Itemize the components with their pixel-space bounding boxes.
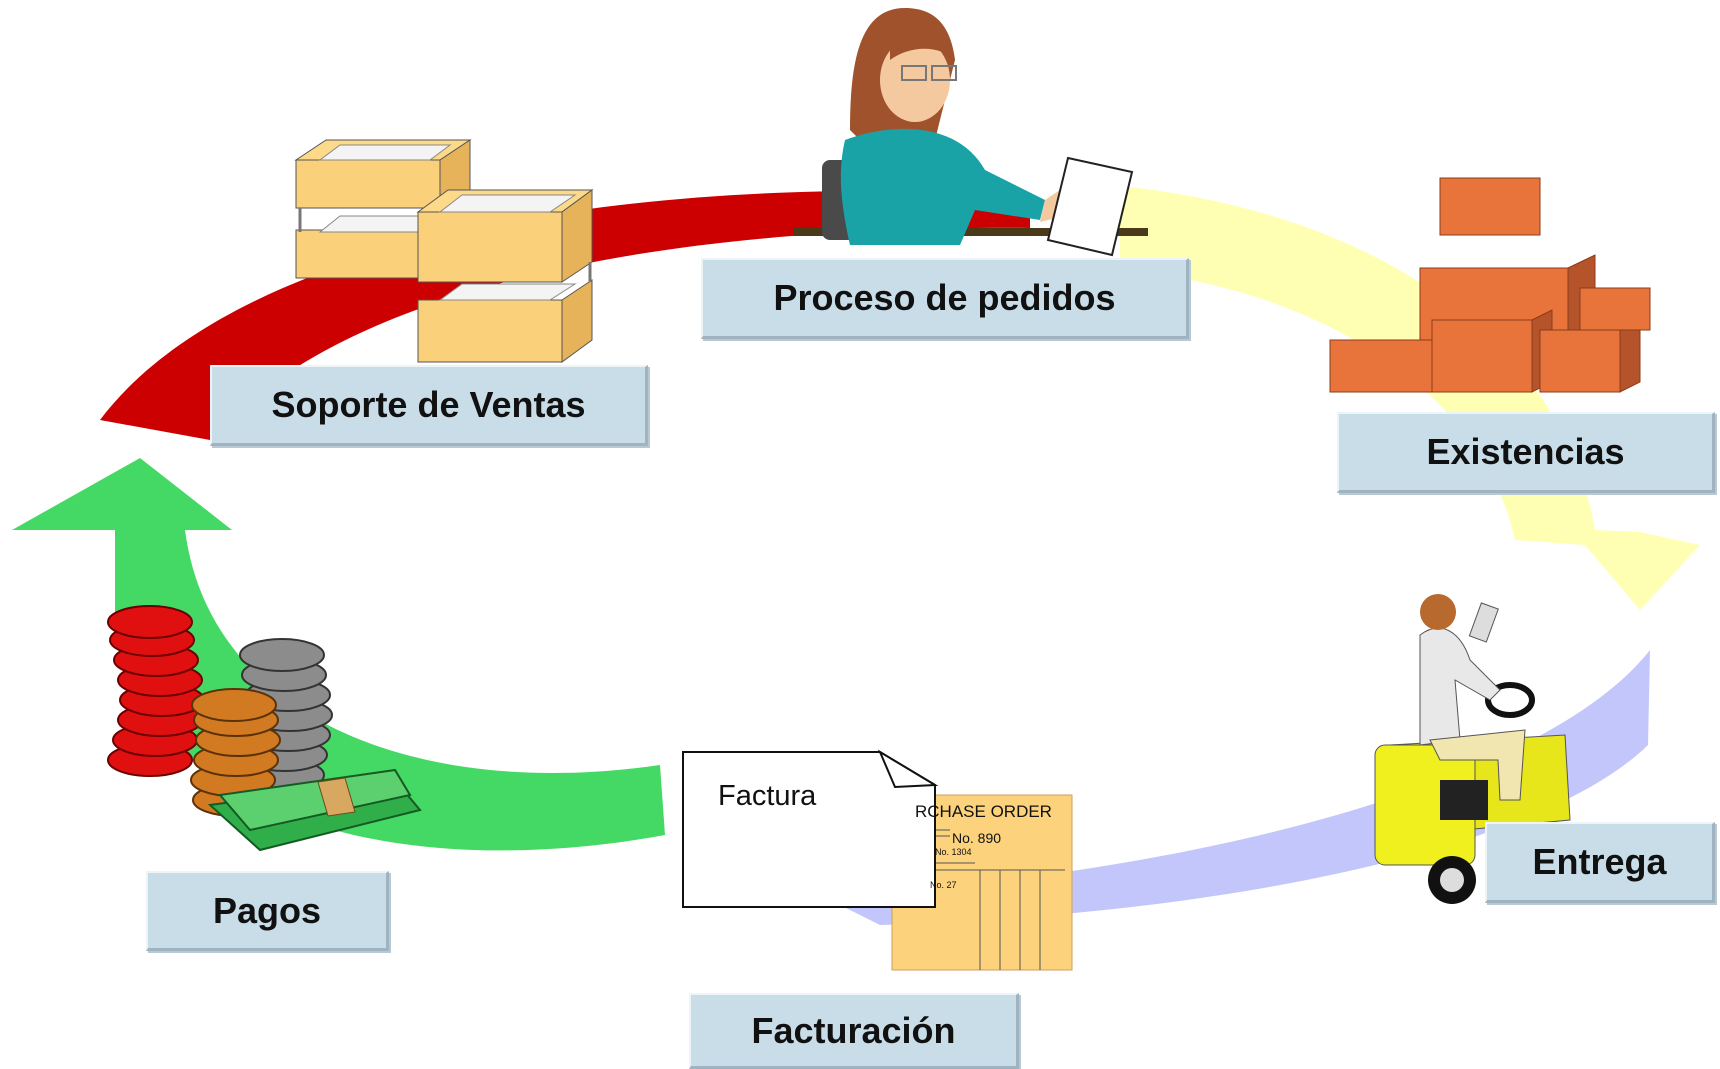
stacked-boxes-icon (1329, 177, 1651, 393)
label-pagos: Pagos (146, 871, 389, 951)
invoice-document-icon (682, 749, 939, 908)
green-arrow (12, 458, 665, 851)
inbox-trays-icon (294, 139, 594, 363)
label-existencias: Existencias (1337, 412, 1715, 493)
purchase-order-subnumber: No. 1304 (935, 847, 972, 857)
label-soporte-de-ventas: Soporte de Ventas (210, 365, 648, 446)
label-entrega: Entrega (1485, 822, 1715, 903)
purchase-order-line: No. 27 (930, 880, 957, 890)
label-facturacion: Facturación (689, 993, 1019, 1069)
operator-with-headset-icon (793, 8, 1148, 257)
invoice-title: Factura (718, 780, 817, 812)
money-stacks-icon (107, 605, 422, 852)
label-proceso-de-pedidos: Proceso de pedidos (701, 258, 1189, 339)
purchase-order-number: No. 890 (952, 830, 1002, 846)
forklift-driver-icon (1374, 594, 1571, 904)
purchase-order-title: RCHASE ORDER (915, 802, 1052, 821)
yellow-arrow (1120, 186, 1700, 610)
